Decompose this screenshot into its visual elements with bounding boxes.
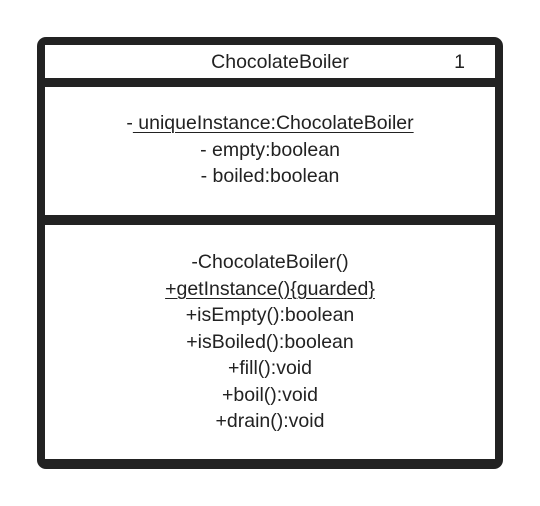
- class-name: ChocolateBoiler: [211, 51, 349, 73]
- class-name-compartment: ChocolateBoiler 1: [45, 45, 495, 78]
- attribute-unique-instance: - uniqueInstance:ChocolateBoiler: [126, 112, 414, 134]
- operations-compartment: -ChocolateBoiler() +getInstance(){guarde…: [45, 225, 495, 459]
- operation-boil: +boil():void: [222, 383, 318, 406]
- operation-drain: +drain():void: [215, 410, 325, 432]
- operation-constructor: -ChocolateBoiler(): [191, 251, 349, 273]
- uml-class-box: ChocolateBoiler 1 - uniqueInstance:Choco…: [37, 37, 503, 469]
- operation-get-instance: +getInstance(){guarded}: [165, 277, 375, 300]
- multiplicity-label: 1: [454, 51, 465, 73]
- attributes-compartment: - uniqueInstance:ChocolateBoiler - empty…: [45, 87, 495, 215]
- attribute-unique-instance-name: uniqueInstance:ChocolateBoiler: [132, 112, 414, 134]
- attribute-boiled: - boiled:boolean: [200, 165, 340, 187]
- operation-is-empty: +isEmpty():boolean: [185, 304, 355, 326]
- operation-fill: +fill():void: [228, 357, 312, 379]
- operation-is-boiled: +isBoiled():boolean: [186, 330, 354, 353]
- attribute-empty: - empty:boolean: [200, 138, 340, 161]
